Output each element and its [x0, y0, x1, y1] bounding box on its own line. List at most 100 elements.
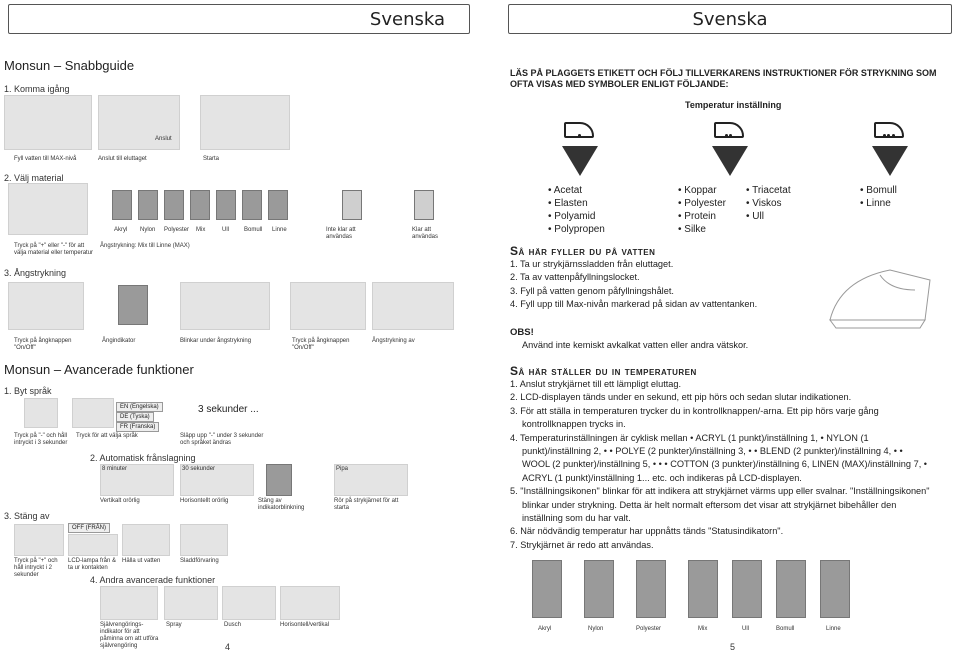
step-1-caption-2: Anslut till eluttaget — [98, 156, 147, 162]
iron-3-dot-icon — [874, 122, 904, 138]
iron-2-dot-icon — [714, 122, 744, 138]
adv-1-title: 1. Byt språk — [4, 386, 52, 396]
step-1-title: 1. Komma igång — [4, 84, 70, 94]
anslut-label: Anslut — [155, 136, 172, 142]
material-label: Akryl — [114, 227, 128, 233]
temp-step: 7. Strykjärnet är redo att användas. — [510, 539, 654, 550]
fabric-list-2-dot-a: Koppar Polyester Protein Silke — [678, 184, 726, 236]
fill-water-heading: Så här fyller du på vatten — [510, 244, 656, 258]
fabric-item: Linne — [860, 197, 897, 210]
lcd-label: Polyester — [636, 626, 662, 632]
spray-photo — [164, 586, 218, 620]
vertical-iron-photo — [100, 464, 174, 496]
self-clean-photo — [100, 586, 158, 620]
temp-step: 3. För att ställa in temperaturen trycke… — [510, 405, 879, 430]
off-label: OFF (FRÅN) — [68, 523, 110, 533]
fill-step: 4. Fyll upp till Max-nivån markerad på s… — [510, 299, 758, 310]
temperature-heading: Temperatur inställning — [685, 100, 782, 110]
horizontal-vertical-photo — [280, 586, 340, 620]
lcd-ull — [216, 190, 236, 220]
intro-text: LÄS PÅ PLAGGETS ETIKETT OCH FÖLJ TILLVER… — [510, 68, 937, 89]
fabric-item: Polyamid — [548, 210, 605, 223]
garment-icon — [562, 146, 598, 176]
lang-option-de: DE (Tyska) — [116, 412, 154, 422]
right-page: Svenska LÄS PÅ PLAGGETS ETIKETT OCH FÖLJ… — [480, 0, 960, 653]
adv-3-title: 3. Stäng av — [4, 511, 50, 521]
adv-1-caption-1: Tryck på "-" och håll intryckt i 3 sekun… — [14, 433, 68, 446]
lcd-label: Ull — [742, 626, 749, 632]
advanced-title: Monsun – Avancerade funktioner — [4, 362, 194, 377]
adv-4-caption-4: Horisontell/vertikal — [280, 622, 330, 628]
adv-2-caption-3: Stäng av indikatorblinkning — [258, 498, 305, 511]
fabric-item: Viskos — [746, 197, 791, 210]
adv-1-caption-2: Tryck för att välja språk — [76, 433, 138, 439]
lcd-bomull — [242, 190, 262, 220]
step-2-title: 2. Välj material — [4, 173, 64, 183]
steam-button-off-photo — [290, 282, 366, 330]
fabric-item: Silke — [678, 223, 726, 236]
three-seconds-label: 3 sekunder ... — [198, 404, 259, 415]
step-3-caption-3: Blinkar under ångstrykning — [180, 338, 252, 344]
unplug-photo — [68, 534, 118, 556]
adv-2-caption-4: Rör på strykjärnet för att starta — [334, 498, 399, 511]
iron-1-dot-icon — [564, 122, 594, 138]
adv-2-caption-1: Vertikalt orörlig — [100, 498, 140, 504]
lcd-ready — [414, 190, 434, 220]
fabric-item: Acetat — [548, 184, 605, 197]
obs-label: OBS! — [510, 327, 534, 338]
lcd-label: Mix — [698, 626, 708, 632]
garment-icon — [712, 146, 748, 176]
fabric-item: Protein — [678, 210, 726, 223]
steam-off-photo — [372, 282, 454, 330]
fabric-item: Koppar — [678, 184, 726, 197]
quickguide-title: Monsun – Snabbguide — [4, 58, 135, 73]
fabric-item: Polypropen — [548, 223, 605, 236]
lang-option-fr: FR (Franska) — [116, 422, 160, 432]
fabric-list-3-dot: Bomull Linne — [860, 184, 897, 210]
right-page-header: Svenska — [508, 4, 952, 34]
material-label: Ull — [222, 227, 229, 233]
page-number-left: 4 — [225, 642, 231, 652]
steam-indicator-lcd — [118, 285, 148, 325]
lcd-polyester — [164, 190, 184, 220]
material-label: Polyester — [164, 227, 190, 233]
adv-1-caption-3: Släpp upp "-" under 3 sekunder och språk… — [180, 433, 264, 446]
temperature-steps: 1. Anslut strykjärnet till ett lämpligt … — [510, 378, 930, 552]
step-2-caption: Tryck på "+" eller "-" för att välja mat… — [14, 243, 94, 256]
adv-4-title: 4. Andra avancerade funktioner — [90, 575, 216, 585]
fabric-item: Triacetat — [746, 184, 791, 197]
fabric-item: Elasten — [548, 197, 605, 210]
lcd-mix — [190, 190, 210, 220]
adv-3-caption-3: Hälla ut vatten — [122, 558, 161, 564]
step-1-caption-1: Fyll vatten till MAX-nivå — [14, 156, 77, 162]
fill-step: 2. Ta av vattenpåfyllningslocket. — [510, 272, 640, 283]
cord-storage-photo — [180, 524, 228, 556]
temp-step: 5. "Inställningsikonen" blinkar för att … — [510, 486, 930, 524]
lcd-not-ready — [342, 190, 362, 220]
step-3-caption-1: Tryck på ångknappen "On/Off" — [14, 338, 72, 351]
language-hand-photo — [72, 398, 114, 428]
adv-3-caption-1: Tryck på "+" och håll intryckt i 2 sekun… — [14, 558, 58, 578]
blink-indicator-lcd — [266, 464, 292, 496]
adv-4-caption-3: Dusch — [224, 622, 242, 628]
fabric-list-2-dot-b: Triacetat Viskos Ull — [746, 184, 791, 223]
adv-2-title: 2. Automatisk frånslagning — [90, 453, 196, 463]
garment-icon — [872, 146, 908, 176]
adv-3-caption-4: Sladdförvaring — [180, 558, 219, 564]
material-label: Mix — [196, 227, 206, 233]
steam-ironing-photo — [180, 282, 270, 330]
left-page-header: Svenska — [8, 4, 470, 34]
auto-label-pipa: Pipa — [336, 466, 349, 472]
move-iron-photo — [334, 464, 408, 496]
iron-illustration — [829, 269, 931, 329]
not-ready-label: Inte klar att användas — [326, 227, 356, 240]
start-photo — [200, 95, 290, 150]
left-page: Svenska Monsun – Snabbguide 1. Komma igå… — [4, 4, 470, 652]
fabric-list-1-dot: Acetat Elasten Polyamid Polypropen — [548, 184, 605, 236]
step-3-title: 3. Ångstrykning — [4, 268, 67, 278]
fill-water-photo — [4, 95, 92, 150]
lcd-ull — [732, 560, 762, 618]
fabric-item: Bomull — [860, 184, 897, 197]
adv-2-caption-2: Horisontellt orörlig — [180, 498, 229, 504]
step-1-caption-3: Starta — [203, 156, 220, 162]
